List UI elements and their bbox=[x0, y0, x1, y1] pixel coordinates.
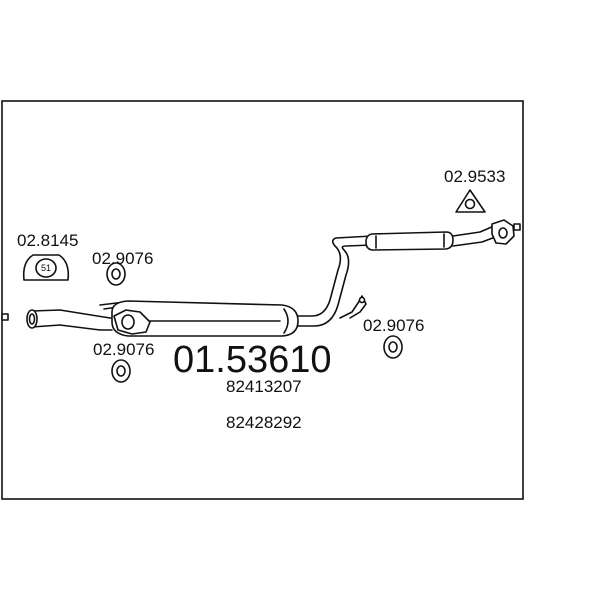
tail-clamp-icon bbox=[113, 309, 151, 335]
pipe-hanger-pin bbox=[358, 296, 366, 304]
flange-gasket-part: 02.9533 bbox=[444, 167, 505, 213]
ring-part-bottom-left: 02.9076 bbox=[93, 340, 154, 383]
ring-icon-top-left bbox=[106, 262, 126, 286]
tail-clamp bbox=[113, 309, 151, 335]
hanger-part-02-8145: 51 02.8145 bbox=[17, 231, 78, 281]
ring-code-top-left: 02.9076 bbox=[92, 249, 153, 268]
ring-hole-top-left bbox=[111, 268, 121, 280]
tail-clamp-hole bbox=[121, 314, 135, 330]
middle-pipe bbox=[297, 235, 373, 327]
ring-icon-bottom-left bbox=[111, 359, 131, 383]
left-edge-marker bbox=[1, 313, 9, 321]
ring-code-bottom-left: 02.9076 bbox=[93, 340, 154, 359]
middle-silencer bbox=[365, 231, 454, 251]
pipe-hanger-bracket bbox=[339, 295, 367, 319]
ring-part-top-left: 02.9076 bbox=[92, 249, 153, 286]
flange-gasket-code: 02.9533 bbox=[444, 167, 505, 186]
main-part-number: 01.53610 bbox=[173, 339, 332, 381]
hanger-badge-circle bbox=[35, 258, 57, 278]
ring-hole-bottom-left bbox=[116, 365, 126, 377]
flange-gasket-icon bbox=[455, 189, 486, 213]
flange-gasket-hole bbox=[464, 198, 476, 210]
front-flange bbox=[491, 219, 515, 245]
oe-number-2: 82428292 bbox=[226, 413, 302, 432]
diagram-frame bbox=[1, 100, 524, 500]
rear-silencer bbox=[111, 300, 299, 337]
hanger-code-label: 02.8145 bbox=[17, 231, 78, 250]
exhaust-pipe-assembly bbox=[26, 219, 515, 337]
front-pipe bbox=[452, 225, 499, 247]
ring-part-right: 02.9076 bbox=[363, 316, 424, 359]
oe-number-1: 82413207 bbox=[226, 377, 302, 396]
hanger-badge-text: 51 bbox=[41, 263, 51, 273]
ring-hole-right bbox=[388, 341, 398, 353]
tail-pipe-outlet bbox=[26, 309, 38, 329]
front-flange-hole bbox=[498, 227, 508, 239]
ring-icon-right bbox=[383, 335, 403, 359]
tail-pipe-outlet-inner bbox=[28, 313, 36, 325]
ring-code-right: 02.9076 bbox=[363, 316, 424, 335]
right-edge-marker bbox=[513, 223, 521, 231]
middle-silencer-rim bbox=[375, 233, 445, 249]
silencer-end-cap bbox=[283, 308, 289, 334]
tail-pipe bbox=[31, 309, 119, 331]
